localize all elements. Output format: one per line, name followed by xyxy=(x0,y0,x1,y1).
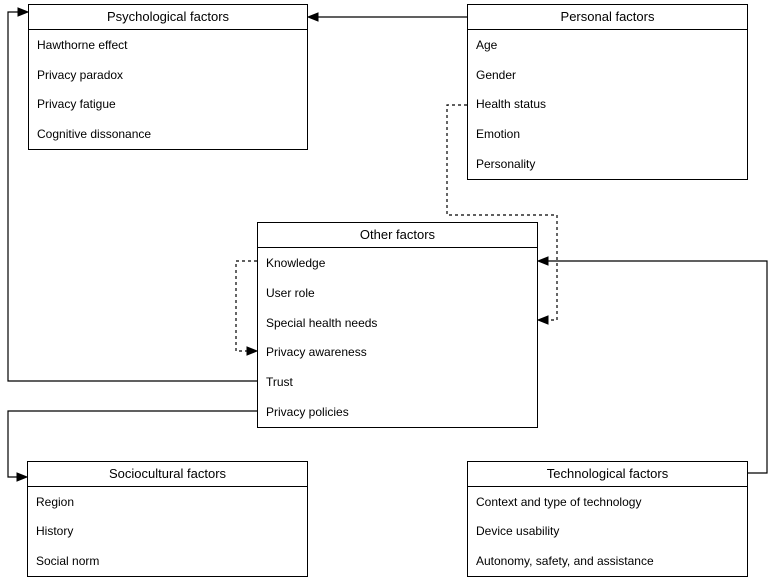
sociocultural-factors-title: Sociocultural factors xyxy=(28,462,307,487)
box-other-factors: Other factors Knowledge User role Specia… xyxy=(257,222,538,428)
box-sociocultural-factors: Sociocultural factors Region History Soc… xyxy=(27,461,308,577)
box-personal-factors: Personal factors Age Gender Health statu… xyxy=(467,4,748,180)
list-item: Emotion xyxy=(476,127,521,142)
list-item: Cognitive dissonance xyxy=(37,127,152,142)
technological-factors-list: Context and type of technology Device us… xyxy=(468,487,747,576)
list-item: Autonomy, safety, and assistance xyxy=(476,554,654,569)
list-item: Hawthorne effect xyxy=(37,37,128,52)
list-item: Context and type of technology xyxy=(476,494,642,509)
other-factors-list: Knowledge User role Special health needs… xyxy=(258,248,537,427)
list-item: Gender xyxy=(476,67,517,82)
personal-factors-title: Personal factors xyxy=(468,5,747,30)
list-item: Region xyxy=(36,494,75,509)
list-item: Special health needs xyxy=(266,315,378,330)
list-item: Personality xyxy=(476,157,536,172)
list-item: Privacy paradox xyxy=(37,67,124,82)
list-item: Privacy awareness xyxy=(266,345,367,360)
box-psychological-factors: Psychological factors Hawthorne effect P… xyxy=(28,4,308,150)
other-factors-title: Other factors xyxy=(258,223,537,248)
arrow-technological-to-other xyxy=(536,256,768,474)
psychological-factors-title: Psychological factors xyxy=(29,5,307,30)
list-item: Privacy policies xyxy=(266,405,349,420)
list-item: Age xyxy=(476,37,498,52)
list-item: Trust xyxy=(266,375,293,390)
list-item: History xyxy=(36,524,74,539)
box-technological-factors: Technological factors Context and type o… xyxy=(467,461,748,577)
personal-factors-list: Age Gender Health status Emotion Persona… xyxy=(468,30,747,179)
arrow-other-knowledge-to-awareness-dashed xyxy=(235,260,259,356)
list-item: Knowledge xyxy=(266,255,326,270)
arrow-personal-to-psychological xyxy=(306,12,467,22)
technological-factors-title: Technological factors xyxy=(468,462,747,487)
list-item: User role xyxy=(266,285,315,300)
sociocultural-factors-list: Region History Social norm xyxy=(28,487,307,576)
list-item: Social norm xyxy=(36,554,100,569)
list-item: Device usability xyxy=(476,524,560,539)
psychological-factors-list: Hawthorne effect Privacy paradox Privacy… xyxy=(29,30,307,149)
list-item: Privacy fatigue xyxy=(37,97,116,112)
list-item: Health status xyxy=(476,97,547,112)
